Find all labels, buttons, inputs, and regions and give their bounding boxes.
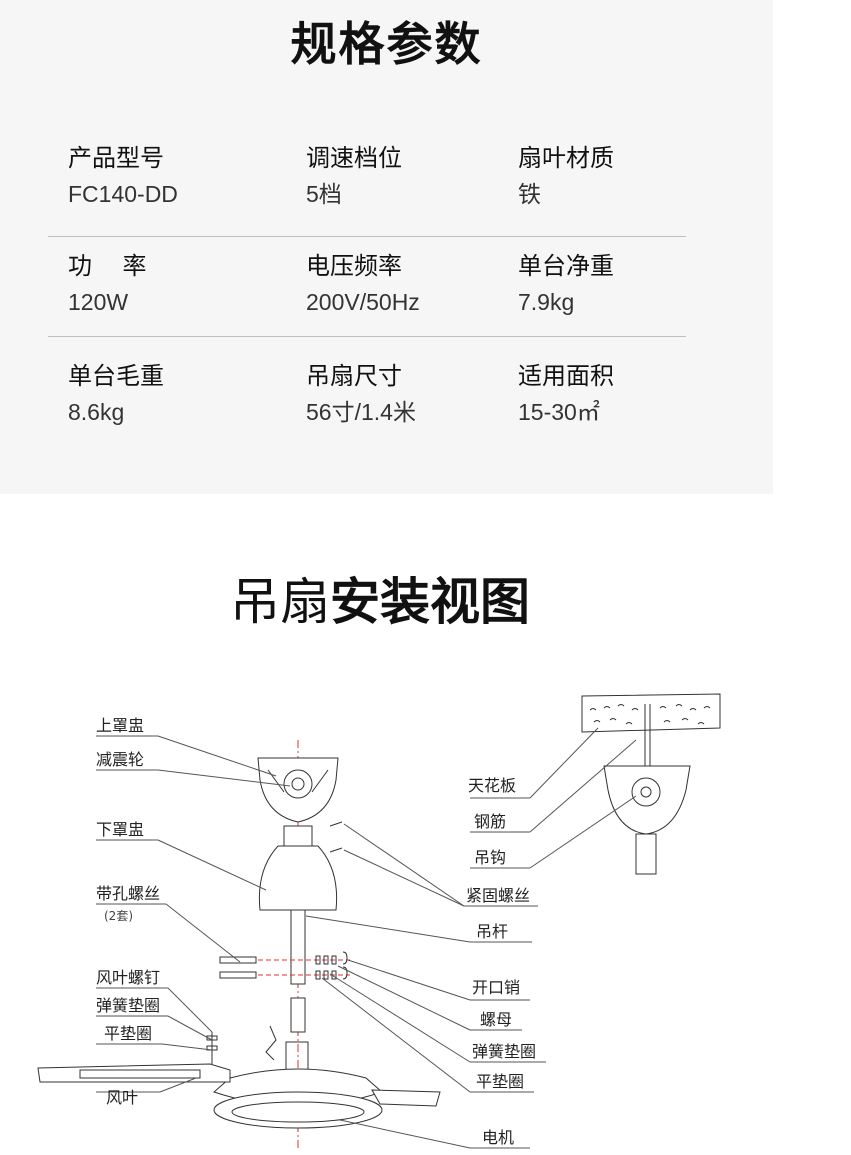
spec-cell-blade-material: 扇叶材质 铁 [518, 143, 614, 209]
spec-label: 产品型号 [68, 144, 164, 172]
spec-label: 功 率 [68, 252, 147, 280]
spec-value: 200V/50Hz [306, 289, 420, 315]
spec-value: 8.6kg [68, 399, 125, 425]
label-flat-washer-left: 平垫圈 [104, 1024, 153, 1043]
spec-value: FC140-DD [68, 181, 178, 207]
spec-cell-speed: 调速档位 5档 [306, 143, 402, 209]
spec-row: 产品型号 FC140-DD 调速档位 5档 扇叶材质 铁 [48, 127, 686, 237]
spec-cell-fan-size: 吊扇尺寸 56寸/1.4米 [306, 361, 416, 427]
fan-exploded-drawing [37, 693, 721, 1150]
spec-label: 调速档位 [306, 144, 402, 172]
spec-label: 适用面积 [518, 362, 614, 390]
spec-row: 功 率 120W 电压频率 200V/50Hz 单台净重 7.9kg [48, 227, 686, 337]
spec-label: 吊扇尺寸 [306, 362, 402, 390]
install-title-light: 吊扇 [230, 573, 330, 631]
label-blade-screw: 风叶螺钉 [96, 968, 161, 987]
spec-cell-area: 适用面积 15-30㎡ [518, 361, 614, 427]
label-set-screw: 紧固螺丝 [466, 886, 531, 905]
spec-cell-net-weight: 单台净重 7.9kg [518, 251, 614, 317]
label-cotter-pin: 开口销 [472, 978, 521, 997]
label-spring-washer-right: 弹簧垫圈 [472, 1042, 537, 1061]
spec-row: 单台毛重 8.6kg 吊扇尺寸 56寸/1.4米 适用面积 15-30㎡ [48, 337, 686, 447]
label-upper-cover: 上罩盅 [96, 716, 145, 735]
label-rebar: 钢筋 [474, 812, 507, 831]
spec-label: 单台毛重 [68, 362, 164, 390]
spec-value: 5档 [306, 181, 342, 207]
label-damper-wheel: 减震轮 [96, 750, 145, 769]
label-flat-washer-right: 平垫圈 [476, 1072, 525, 1091]
spec-value: 铁 [518, 181, 541, 207]
install-title: 吊扇安装视图 [0, 562, 760, 634]
label-hook: 吊钩 [474, 848, 507, 867]
spec-label: 单台净重 [518, 252, 614, 280]
label-spring-washer-left: 弹簧垫圈 [96, 996, 161, 1015]
spec-cell-voltage: 电压频率 200V/50Hz [306, 251, 420, 317]
label-hole-screw: 带孔螺丝 [96, 884, 161, 903]
spec-cell-power: 功 率 120W [68, 251, 147, 317]
spec-panel: 规格参数 产品型号 FC140-DD 调速档位 5档 扇叶材质 铁 功 率 12… [0, 0, 773, 494]
spec-label: 电压频率 [306, 252, 402, 280]
installation-diagram: 上罩盅 减震轮 下罩盅 带孔螺丝 (2套) 风叶螺钉 弹簧垫圈 平垫圈 风叶 天… [0, 680, 851, 1155]
label-hole-screw-note: (2套) [104, 909, 133, 923]
spec-value: 15-30㎡ [518, 399, 600, 425]
install-title-bold: 安装视图 [330, 573, 530, 631]
spec-title: 规格参数 [290, 17, 483, 71]
label-lower-cover: 下罩盅 [96, 820, 145, 839]
label-nut: 螺母 [480, 1010, 513, 1029]
spec-label: 扇叶材质 [518, 144, 614, 172]
label-ceiling: 天花板 [468, 776, 517, 795]
label-motor: 电机 [482, 1128, 515, 1147]
spec-value: 7.9kg [518, 289, 575, 315]
label-blade: 风叶 [106, 1088, 139, 1107]
spec-cell-model: 产品型号 FC140-DD [68, 143, 178, 209]
spec-value: 120W [68, 289, 129, 315]
label-rod: 吊杆 [476, 922, 509, 941]
spec-cell-gross-weight: 单台毛重 8.6kg [68, 361, 164, 427]
spec-value: 56寸/1.4米 [306, 399, 416, 425]
